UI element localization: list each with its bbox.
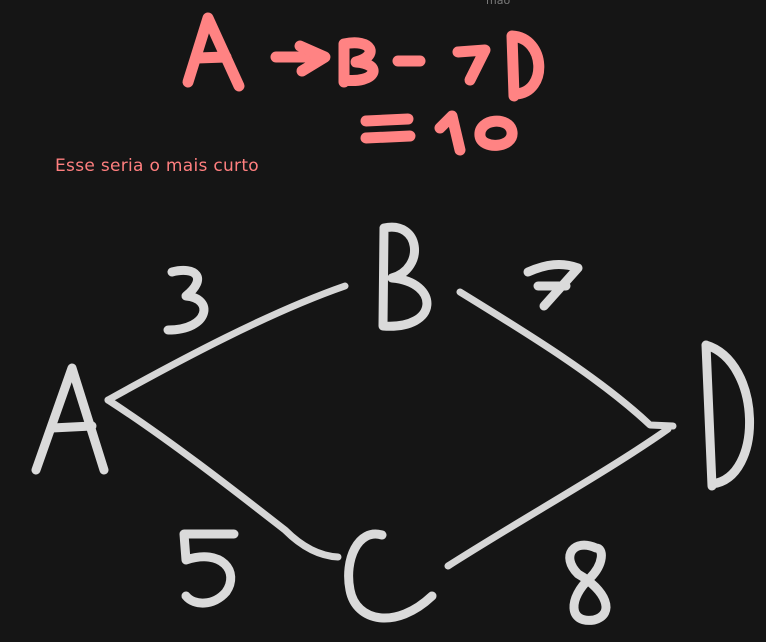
node-a <box>31 363 109 475</box>
top-text-fragment: mao <box>486 0 511 7</box>
edge-c-d <box>444 425 672 570</box>
node-d <box>701 340 754 491</box>
weight-3-a-b <box>163 266 209 335</box>
edge-a-c <box>104 396 342 561</box>
edge-a-b <box>104 282 349 404</box>
weight-8-c-d <box>565 540 611 625</box>
formula-letter-a <box>182 12 245 92</box>
graph-edges <box>104 282 677 570</box>
formula-letter-d <box>506 30 545 102</box>
formula-arrow-1 <box>270 40 331 77</box>
weight-5-a-c <box>179 529 239 608</box>
graph-nodes <box>31 222 754 623</box>
node-c <box>344 529 437 623</box>
node-b <box>378 222 432 331</box>
handwritten-formula <box>182 12 545 156</box>
edge-b-d <box>456 288 677 430</box>
formula-digit-1 <box>434 110 466 156</box>
formula-digit-0 <box>474 115 518 151</box>
edge-weights <box>163 260 611 625</box>
formula-equals <box>360 113 416 144</box>
formula-arrow-2 <box>392 44 491 86</box>
weight-7-b-d <box>523 260 583 311</box>
shortest-path-caption: Esse seria o mais curto <box>55 156 260 176</box>
formula-letter-b <box>338 37 379 88</box>
